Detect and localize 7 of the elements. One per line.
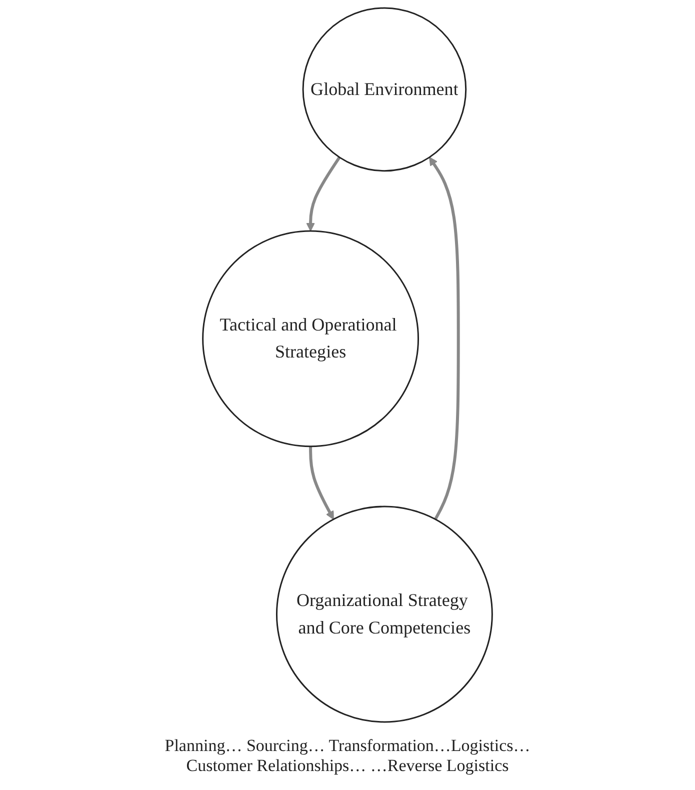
arrow [429,156,460,520]
node-circle: Organizational Strategy and Core Competencies [276,506,493,723]
note-text: Planning… Sourcing… Transformation…Logistics… Customer Relationships… …Reverse Logistics [164,736,532,776]
arrow [309,446,334,520]
node-circle: Global Environment [302,7,467,172]
arrow [306,156,341,232]
node-circle: Tactical and Operational Strategies [202,230,420,448]
